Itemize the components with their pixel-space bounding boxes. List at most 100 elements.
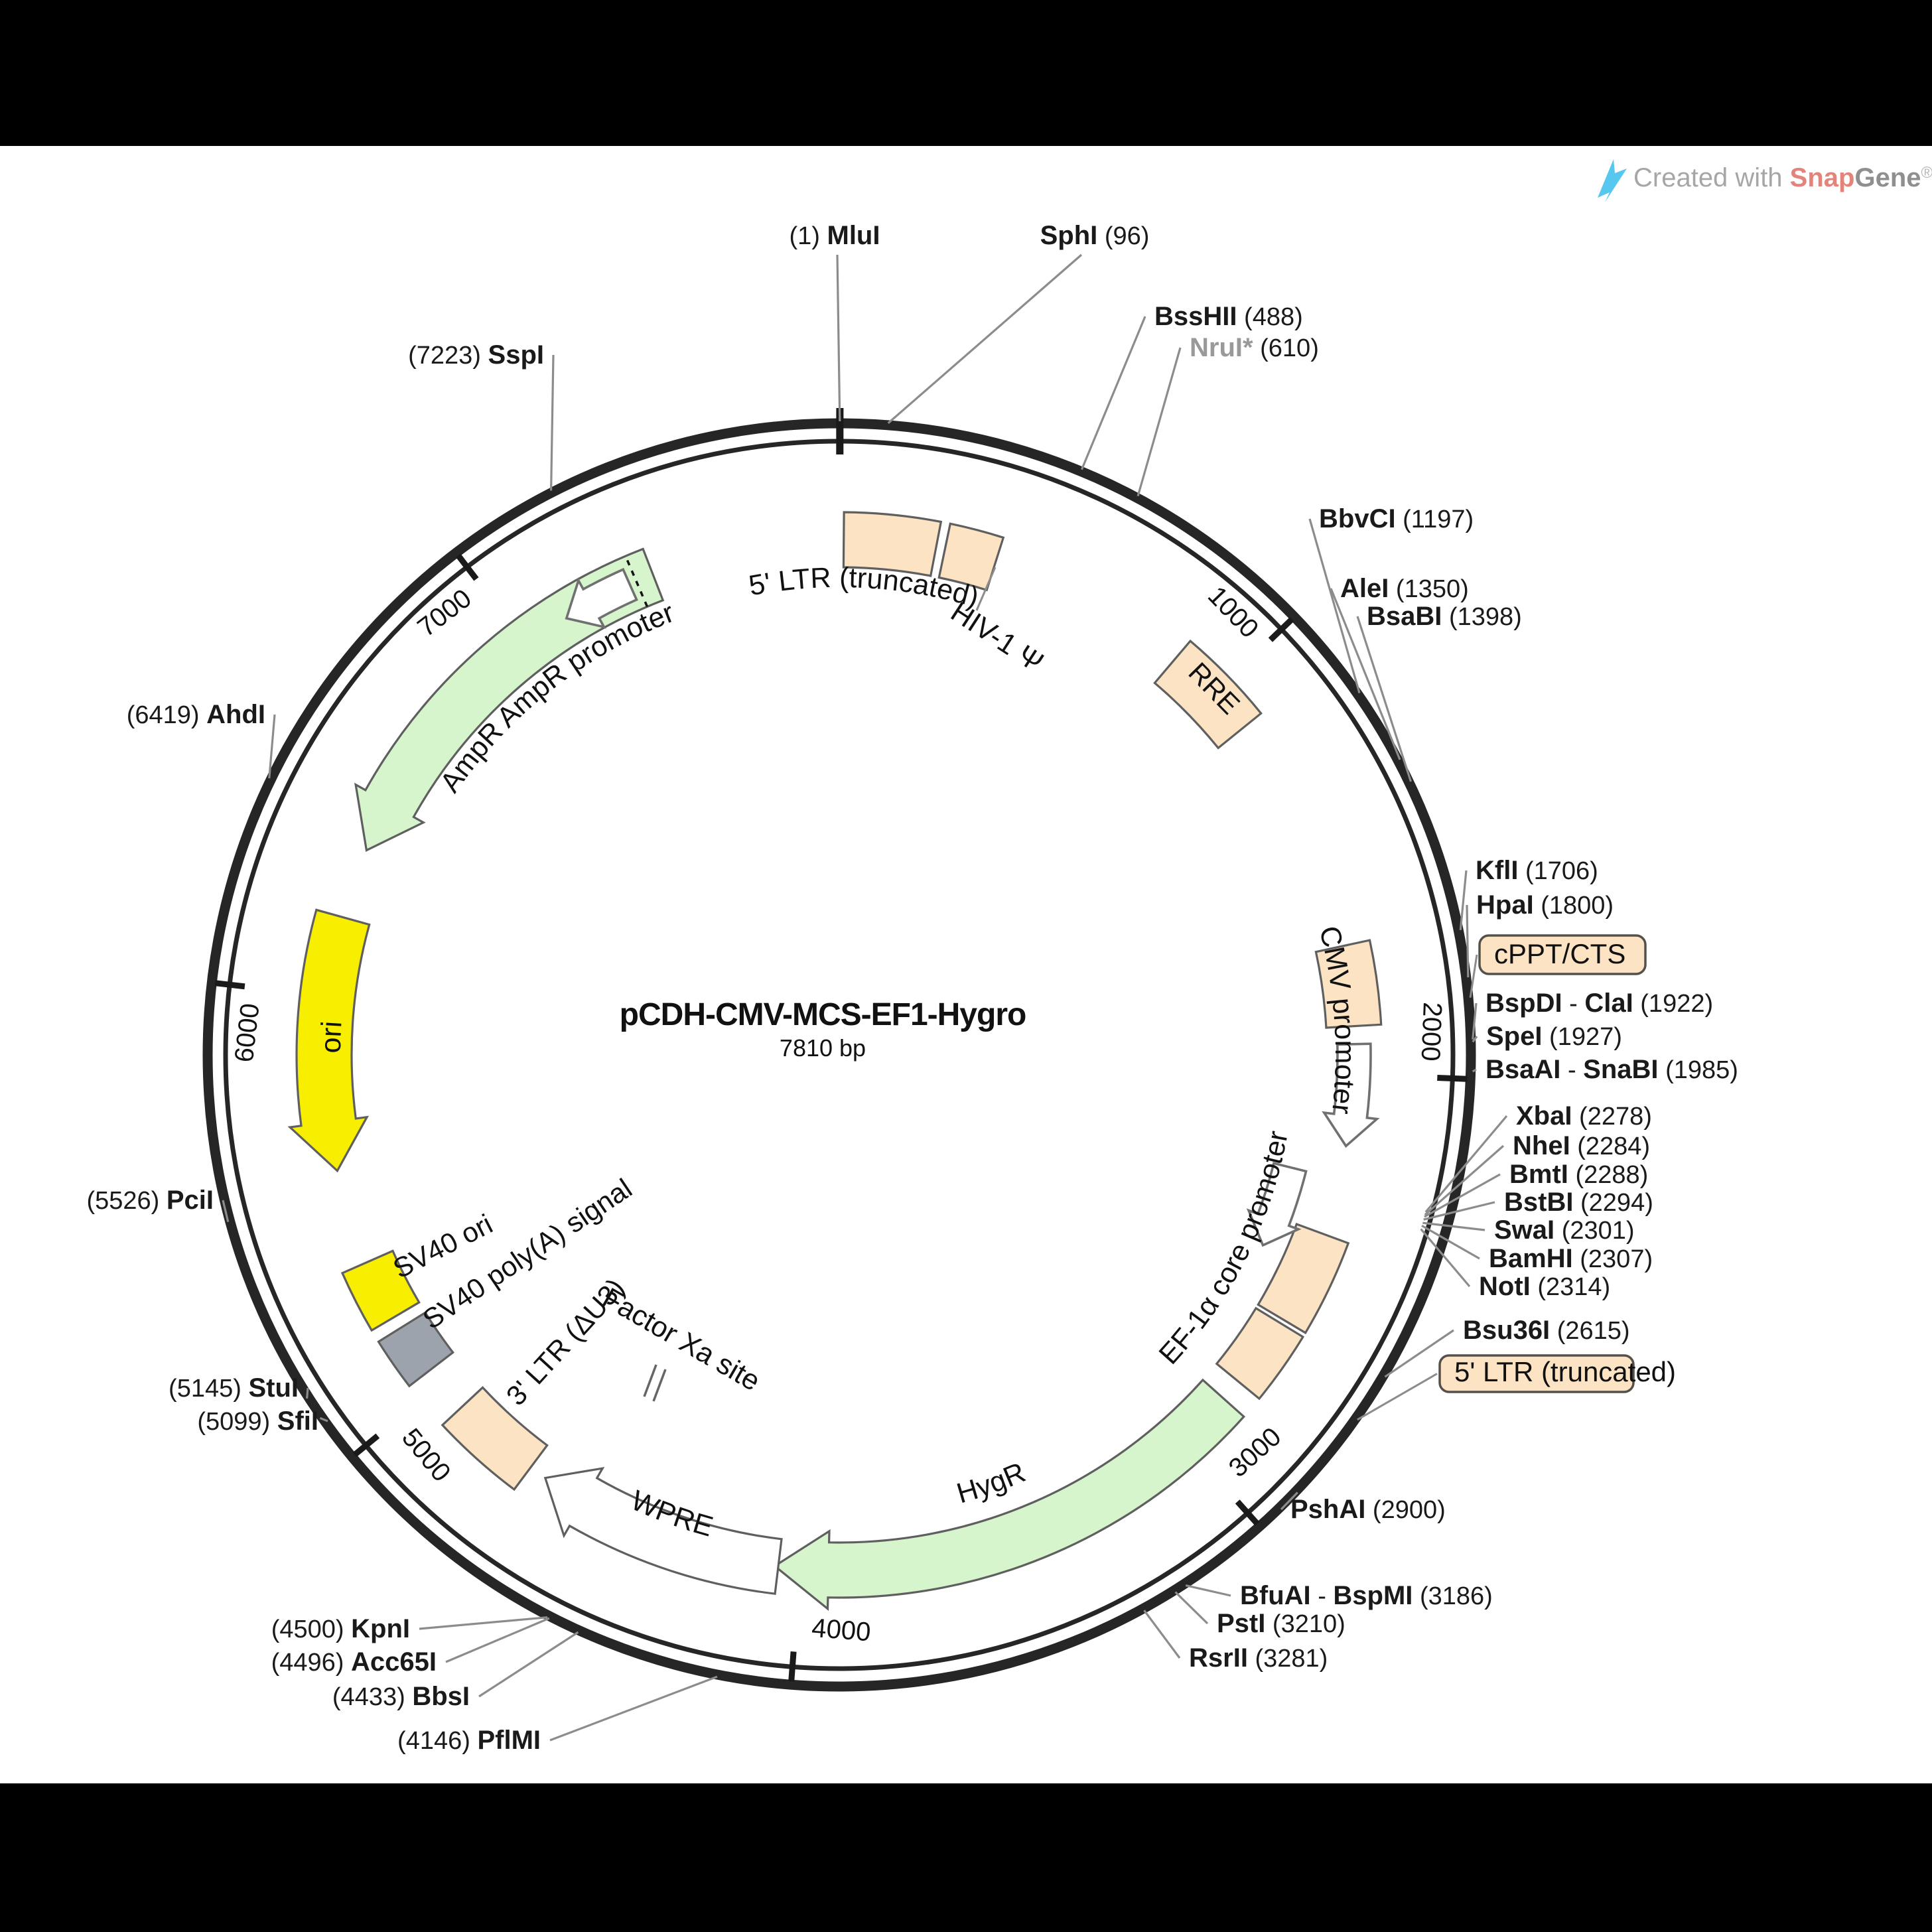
leader-BamHI: [1421, 1225, 1480, 1260]
snapgene-logo-icon: [1598, 159, 1627, 202]
site-label-AhdI: (6419) AhdI: [127, 700, 265, 729]
plasmid-ring: [202, 407, 1476, 1692]
tick-6000: [214, 980, 245, 990]
feature-ampr_prom_arrow-direction-arrow: [565, 567, 638, 629]
leader-Bsu36I: [1384, 1329, 1454, 1378]
leader-PshAI: [1280, 1491, 1298, 1511]
plasmid-size: 7810 bp: [780, 1034, 866, 1062]
feature-rre: [1153, 639, 1263, 750]
ltr5b_label-box: [1438, 1354, 1635, 1393]
feature-cmv_arrow-direction-arrow: [1322, 1042, 1380, 1148]
site-label-StuI: (5145) StuI: [169, 1373, 299, 1403]
feature-ef1: [1257, 1222, 1350, 1335]
leader-SphI: [887, 253, 1083, 425]
feature-psi: [937, 522, 1005, 592]
leader-NheI: [1424, 1144, 1505, 1216]
leader-BbvCI: [1308, 518, 1361, 694]
leader-BbsI: [478, 1631, 579, 1698]
leader-ltr5b_label: [1357, 1373, 1438, 1421]
feature-ori: [287, 908, 371, 1173]
leader-SspI: [550, 354, 555, 491]
site-label-KflI: KflI (1706): [1476, 856, 1598, 885]
leader-AleI: [1330, 588, 1401, 760]
site-label-SphI: SphI (96): [1040, 221, 1150, 250]
leader-BsaAI-SnaBI: [1472, 1068, 1477, 1073]
site-label-SspI: (7223) SspI: [408, 340, 544, 370]
leader-PstI: [1174, 1591, 1209, 1625]
site-label-NotI: NotI (2314): [1479, 1272, 1610, 1301]
leader-RsrII: [1143, 1610, 1181, 1659]
feature-shapes: [287, 511, 1383, 1612]
site-label-KpnI: (4500) KpnI: [271, 1614, 410, 1643]
leader-BfuAI-BspMI: [1185, 1584, 1231, 1597]
feature-ltr5a: [842, 511, 943, 577]
watermark-text: Created with SnapGene®: [1633, 163, 1932, 192]
leader-StuI: [306, 1387, 309, 1399]
leader-Acc65I: [445, 1617, 550, 1663]
feature-ltr3: [441, 1386, 549, 1491]
site-label-PciI: (5526) PciI: [86, 1186, 214, 1215]
leader-AhdI: [268, 714, 276, 779]
leader-SpeI: [1472, 1036, 1478, 1043]
site-label-BfuAI-BspMI: BfuAI - BspMI (3186): [1240, 1581, 1493, 1610]
leader-BssHII: [1080, 316, 1146, 470]
leader-SfiI: [319, 1416, 328, 1422]
snapgene-watermark: Created with SnapGene®: [1598, 159, 1932, 202]
site-label-PstI: PstI (3210): [1217, 1609, 1346, 1638]
leader-PflMI: [549, 1675, 718, 1742]
tick-2000: [1437, 1075, 1468, 1082]
tick-4000: [788, 1651, 797, 1682]
feature-divider-dashed: [624, 555, 649, 608]
site-label-SpeI: SpeI (1927): [1486, 1022, 1622, 1051]
site-label-NruI*: NruI* (610): [1190, 333, 1319, 362]
site-label-PshAI: PshAI (2900): [1290, 1495, 1446, 1524]
leader-psi: [975, 567, 997, 611]
feature-sv40ori: [340, 1249, 421, 1332]
site-leader-lines: [222, 253, 1508, 1742]
leader-KflI: [1459, 870, 1468, 931]
leader-NruI*: [1137, 347, 1182, 497]
leader-BmtI: [1424, 1173, 1501, 1218]
tick-label-6000: 6000: [230, 1002, 265, 1064]
feature-wpre: [543, 1466, 783, 1595]
site-label-BamHI: BamHI (2307): [1489, 1244, 1653, 1273]
site-label-Acc65I: (4496) Acc65I: [271, 1647, 437, 1677]
leader-PciI: [222, 1200, 230, 1223]
leader-SwaI: [1422, 1221, 1485, 1231]
site-label-RsrII: RsrII (3281): [1189, 1643, 1328, 1673]
leader-BspDI-ClaI: [1472, 1002, 1478, 1040]
leader-MluI: [836, 254, 841, 422]
leader-XbaI: [1424, 1115, 1508, 1213]
feature-cppt: [1314, 939, 1383, 1029]
site-label-BbvCI: BbvCI (1197): [1319, 504, 1474, 533]
site-label-SfiI: (5099) SfiI: [197, 1407, 318, 1436]
tick-5000: [352, 1433, 380, 1458]
tick-3000: [1235, 1499, 1260, 1526]
tick-label-2000: 2000: [1416, 1002, 1447, 1062]
feature-ampr: [354, 547, 665, 852]
leader-BsaBI: [1356, 616, 1413, 782]
plasmid-title: pCDH-CMV-MCS-EF1-Hygro: [620, 997, 1026, 1032]
site-label-BmtI: BmtI (2288): [1509, 1160, 1648, 1189]
cppt_label-box: [1478, 934, 1647, 975]
leader-NotI: [1420, 1228, 1471, 1288]
feature-sv40pa: [377, 1311, 454, 1388]
leader-cppt_label: [1469, 954, 1478, 998]
site-label-SwaI: SwaI (2301): [1494, 1215, 1635, 1245]
site-label-MluI: (1) MluI: [790, 221, 880, 250]
site-label-BsaAI-SnaBI: BsaAI - SnaBI (1985): [1485, 1055, 1738, 1084]
ltr5b_label-text: 5' LTR (truncated): [1454, 1356, 1676, 1387]
site-label-PflMI: (4146) PflMI: [397, 1726, 541, 1755]
factor-xa-site-mark-0: [643, 1364, 657, 1397]
leader-HpaI: [1466, 904, 1470, 978]
tick-label-4000: 4000: [811, 1614, 872, 1647]
feature-ltr5b: [1215, 1306, 1305, 1401]
site-label-BsaBI: BsaBI (1398): [1367, 602, 1522, 631]
leader-BstBI: [1423, 1201, 1495, 1221]
feature-ef1_arrow-direction-arrow: [1246, 1162, 1308, 1247]
site-label-BstBI: BstBI (2294): [1504, 1188, 1653, 1217]
